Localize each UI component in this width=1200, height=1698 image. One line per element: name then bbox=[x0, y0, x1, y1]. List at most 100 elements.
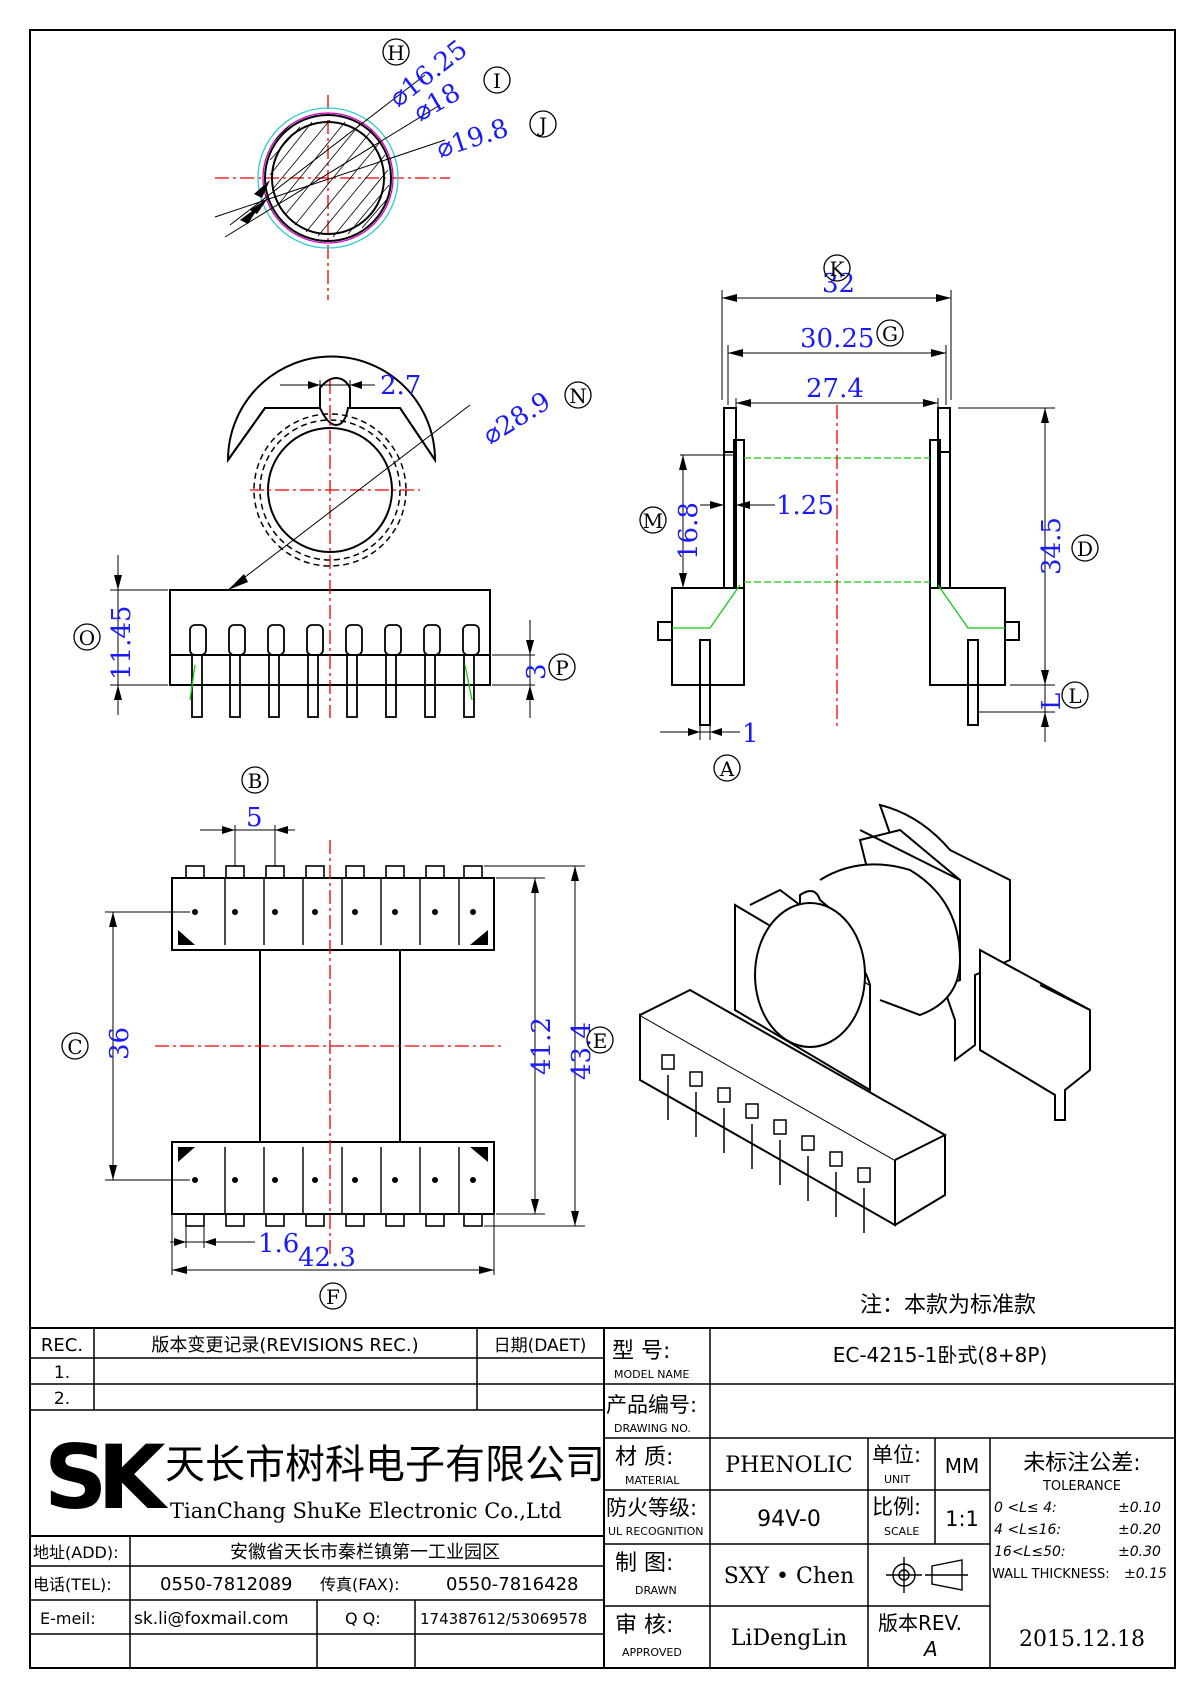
sheet-border bbox=[29, 29, 1176, 1669]
email-value: sk.li@foxmail.com bbox=[134, 1609, 289, 1629]
tolerance-value-2: ±0.20 bbox=[1118, 1522, 1161, 1538]
svg-text:A: A bbox=[719, 757, 735, 781]
callout-o: O bbox=[73, 623, 101, 651]
tolerance-value-4: ±0.15 bbox=[1124, 1566, 1167, 1582]
qq-value: 174387612/53069578 bbox=[420, 1610, 587, 1628]
company-name-en: TianChang ShuKe Electronic Co.,Ltd bbox=[170, 1499, 562, 1523]
rev-label: 版本REV. bbox=[878, 1611, 962, 1635]
approved-label-en: APPROVED bbox=[622, 1646, 682, 1659]
svg-text:N: N bbox=[569, 384, 587, 408]
svg-text:D: D bbox=[1077, 537, 1093, 561]
svg-text:P: P bbox=[555, 656, 568, 680]
callout-l: L bbox=[1061, 681, 1089, 709]
side-view bbox=[657, 407, 1020, 726]
callout-k: K bbox=[823, 254, 851, 282]
dim-o1145: 11.45 bbox=[107, 606, 137, 680]
callout-e: E bbox=[586, 1026, 614, 1054]
tolerance-title-en: TOLERANCE bbox=[1042, 1479, 1121, 1494]
callout-f: F bbox=[319, 1282, 347, 1310]
tel-value: 0550-7812089 bbox=[160, 1574, 292, 1595]
unit-label-en: UNIT bbox=[884, 1473, 911, 1486]
callout-i: I bbox=[483, 66, 511, 94]
address-label: 地址(ADD): bbox=[33, 1543, 118, 1562]
model-label-en: MODEL NAME bbox=[614, 1368, 689, 1381]
unit-label-cn: 单位: bbox=[872, 1443, 921, 1467]
tolerance-title-cn: 未标注公差: bbox=[1023, 1451, 1140, 1476]
email-label: E-meil: bbox=[40, 1609, 96, 1628]
svg-text:O: O bbox=[79, 626, 95, 650]
callout-g: G bbox=[876, 319, 904, 347]
dim-g3025: 30.25 bbox=[800, 324, 874, 354]
callout-p: P bbox=[548, 653, 576, 681]
fax-value: 0550-7816428 bbox=[446, 1574, 578, 1595]
tolerance-range-1: 0 <L≤ 4: bbox=[994, 1500, 1057, 1516]
tolerance-range-3: 16<L≤50: bbox=[994, 1544, 1066, 1560]
model-value: EC-4215-1卧式(8+8P) bbox=[833, 1343, 1048, 1367]
svg-text:I: I bbox=[493, 69, 501, 93]
revision-record-header: 版本变更记录(REVISIONS REC.) bbox=[151, 1335, 418, 1356]
dim-d289: ⌀28.9 bbox=[478, 387, 556, 451]
fax-label: 传真(FAX): bbox=[320, 1575, 400, 1594]
projection-symbol-icon bbox=[886, 1557, 968, 1593]
callout-n: N bbox=[564, 381, 592, 409]
revision-row-1: 1. bbox=[54, 1363, 70, 1383]
drawing-no-label-cn: 产品编号: bbox=[606, 1393, 697, 1417]
dim-f423: 42.3 bbox=[298, 1243, 356, 1273]
tolerance-value-1: ±0.10 bbox=[1118, 1500, 1161, 1516]
drawn-label-cn: 制 图: bbox=[615, 1551, 673, 1576]
approved-label-cn: 审 核: bbox=[615, 1613, 673, 1638]
material-label-en: MATERIAL bbox=[625, 1474, 680, 1487]
dim-e412: 41.2 bbox=[527, 1017, 557, 1075]
revision-row-2: 2. bbox=[54, 1389, 70, 1409]
dim-d198: ⌀19.8 bbox=[433, 113, 512, 164]
dim-b5: 5 bbox=[246, 803, 263, 833]
svg-text:C: C bbox=[67, 1035, 82, 1059]
dim-k32: 32 bbox=[822, 269, 855, 299]
drawn-value: SXY • Chen bbox=[724, 1564, 854, 1589]
unit-value: MM bbox=[945, 1454, 980, 1478]
rev-header: REC. bbox=[41, 1335, 83, 1356]
scale-value: 1:1 bbox=[945, 1507, 979, 1531]
dim-f16: 1.6 bbox=[258, 1229, 299, 1259]
svg-text:K: K bbox=[830, 257, 846, 281]
material-label-cn: 材 质: bbox=[615, 1445, 673, 1470]
callout-b: B bbox=[241, 766, 269, 794]
callout-j: J bbox=[529, 110, 557, 138]
drawing-no-label-en: DRAWING NO. bbox=[614, 1422, 691, 1435]
callout-d: D bbox=[1071, 534, 1099, 562]
qq-label: Q Q: bbox=[345, 1609, 381, 1628]
scale-label-cn: 比例: bbox=[872, 1495, 921, 1519]
scale-label-en: SCALE bbox=[884, 1525, 919, 1538]
dim-w27: 2.7 bbox=[380, 371, 421, 401]
title-block-grid bbox=[29, 1327, 1176, 1669]
approved-value: LiDengLin bbox=[731, 1626, 847, 1651]
tolerance-value-3: ±0.30 bbox=[1118, 1544, 1161, 1560]
svg-text:J: J bbox=[537, 113, 547, 137]
ul-label-en: UL RECOGNITION bbox=[608, 1525, 703, 1538]
tolerance-range-2: 4 <L≤16: bbox=[994, 1522, 1061, 1538]
isometric-view bbox=[639, 803, 1091, 1233]
callout-m: M bbox=[639, 506, 667, 534]
rev-value: A bbox=[922, 1637, 938, 1661]
drawn-label-en: DRAWN bbox=[635, 1584, 677, 1597]
dim-t125: 1.25 bbox=[776, 491, 834, 521]
svg-text:M: M bbox=[643, 509, 663, 533]
dim-p3: 3 bbox=[522, 663, 552, 680]
company-name-cn: 天长市树科电子有限公司 bbox=[165, 1442, 605, 1488]
dim-w274: 27.4 bbox=[806, 374, 864, 404]
tel-label: 电话(TEL): bbox=[33, 1575, 112, 1594]
dim-l: L bbox=[1037, 693, 1067, 710]
ring-section-view bbox=[214, 74, 450, 300]
dim-c36: 36 bbox=[105, 1027, 135, 1060]
svg-text:E: E bbox=[593, 1029, 608, 1053]
ul-label-cn: 防火等级: bbox=[606, 1496, 697, 1520]
material-value: PHENOLIC bbox=[725, 1453, 852, 1478]
callout-h: H bbox=[382, 38, 410, 66]
svg-text:G: G bbox=[882, 322, 898, 346]
model-label-cn: 型 号: bbox=[612, 1339, 670, 1364]
callout-a: A bbox=[713, 754, 741, 782]
tolerance-range-4: WALL THICKNESS: bbox=[992, 1567, 1110, 1582]
address-value: 安徽省天长市秦栏镇第一工业园区 bbox=[230, 1542, 500, 1563]
dim-m168: 16.8 bbox=[674, 502, 704, 560]
